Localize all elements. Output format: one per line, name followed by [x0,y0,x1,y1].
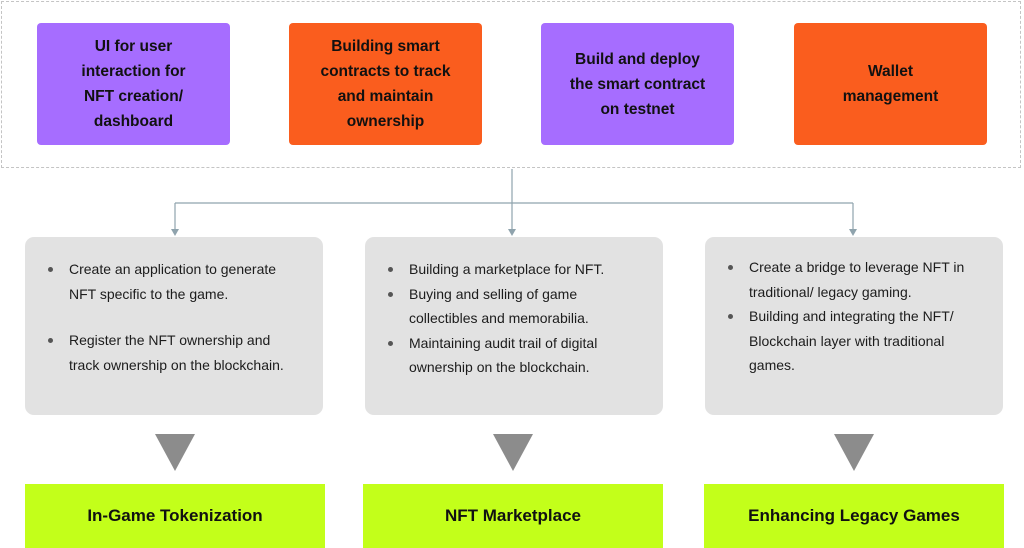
top-box-line: UI for user [94,38,173,55]
bullet-line: Create a bridge to leverage NFT in [749,259,965,275]
arrowhead-center [508,229,516,236]
top-box-deploy-testnet: Build and deploy the smart contract on t… [541,23,734,145]
top-box-line: the smart contract [569,75,706,93]
bullet-item: Buying and selling of game collectibles … [365,282,663,331]
bullet-line: NFT specific to the game. [69,285,229,302]
card-tokenization-details: Create an application to generate NFT sp… [25,237,323,415]
bullet-item: Register the NFT ownership and track own… [25,328,323,377]
bullet-item: Building a marketplace for NFT. [365,257,663,282]
outcome-label: NFT Marketplace [444,506,582,525]
top-box-line: and maintain [337,88,434,105]
arrowhead-right [849,229,857,236]
card-legacy-games-details: Create a bridge to leverage NFT in tradi… [705,237,1003,415]
top-group-frame [1,1,1021,168]
top-box-text: Wallet management [843,59,939,109]
bullet-line: Maintaining audit trail of digital [409,334,598,351]
top-box-line: Building smart [331,38,440,55]
bullet-list: Building a marketplace for NFT. Buying a… [365,237,663,380]
down-arrow-triangle [834,434,874,471]
bullet-line: ownership on the blockchain. [409,359,590,375]
bullet-line: track ownership on the blockchain. [69,356,284,373]
top-box-text: Build and deploy the smart contract on t… [570,47,705,122]
outcome-label: Enhancing Legacy Games [748,506,960,525]
bullet-item: Create a bridge to leverage NFT in tradi… [705,255,1003,304]
outcome-in-game-tokenization: In-Game Tokenization [25,484,325,548]
bullet-line: games. [749,357,795,373]
top-box-text: Building smart contracts to track and ma… [320,34,450,134]
top-box-line: Build and deploy [575,50,700,68]
bullet-line: Blockchain layer with traditional [749,332,945,349]
top-box-line: ownership [346,113,425,130]
top-box-wallet-management: Wallet management [794,23,987,145]
bullet-line: traditional/ legacy gaming. [749,283,912,300]
top-box-line: dashboard [93,113,174,130]
top-box-text: UI for user interaction for NFT creation… [81,34,185,134]
arrowhead-left [171,229,179,236]
bullet-line: Create an application to generate [69,261,277,277]
top-box-line: interaction for [81,63,186,80]
down-arrow-triangle [155,434,195,471]
bullet-item: Create an application to generate NFT sp… [25,257,323,306]
top-box-ui-dashboard: UI for user interaction for NFT creation… [37,23,230,145]
bullet-line: Register the NFT ownership and [69,332,271,348]
top-box-smart-contracts: Building smart contracts to track and ma… [289,23,482,145]
bullet-item: Building and integrating the NFT/ Blockc… [705,304,1003,378]
down-arrow-triangle [493,434,533,471]
bullet-list: Create a bridge to leverage NFT in tradi… [705,237,1003,378]
bullet-list: Create an application to generate NFT sp… [25,237,323,377]
top-box-line: management [842,88,939,105]
top-box-line: NFT creation/ [83,88,184,105]
bullet-line: Building and integrating the NFT/ [749,308,954,324]
top-box-line: on testnet [600,100,675,118]
top-box-line: contracts to track [320,63,451,80]
outcome-nft-marketplace: NFT Marketplace [363,484,663,548]
top-box-line: Wallet [867,63,914,80]
card-marketplace-details: Building a marketplace for NFT. Buying a… [365,237,663,415]
bullet-line: Buying and selling of game [409,285,578,302]
bullet-line: Building a marketplace for NFT. [409,261,605,277]
outcome-enhancing-legacy-games: Enhancing Legacy Games [704,484,1004,548]
bullet-item: Maintaining audit trail of digital owner… [365,331,663,380]
outcome-label: In-Game Tokenization [87,506,263,525]
bullet-line: collectibles and memorabilia. [409,310,589,326]
